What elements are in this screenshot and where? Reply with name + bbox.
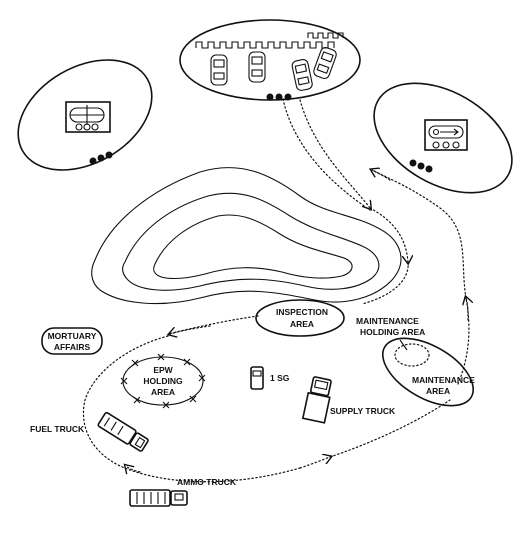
top-parking-area — [179, 19, 361, 101]
left-tracked-vehicle-area — [17, 59, 153, 171]
maintenance-area-label-2: AREA — [426, 386, 450, 396]
wheeled-vehicle-icon — [424, 119, 468, 151]
mortuary-affairs-label-2: AFFAIRS — [54, 342, 91, 352]
fuel-truck-label: FUEL TRUCK — [30, 424, 85, 434]
truck-icon — [129, 489, 188, 507]
epw-label-2: HOLDING — [143, 376, 183, 386]
car-top-view-icon — [291, 59, 313, 91]
supply-truck-label: SUPPLY TRUCK — [330, 406, 396, 416]
epw-holding-area: EPW HOLDING AREA — [120, 353, 206, 409]
mortuary-affairs-area: MORTUARY AFFAIRS — [41, 327, 103, 355]
maintenance-area: MAINTENANCE HOLDING AREA MAINTENANCE ARE… — [356, 316, 475, 407]
traffic-route — [82, 98, 468, 483]
truck-icon — [97, 411, 149, 452]
mortuary-affairs-label-1: MORTUARY — [48, 331, 97, 341]
ammo-truck-label: AMMO TRUCK — [177, 477, 237, 487]
supply-truck: SUPPLY TRUCK — [301, 376, 396, 424]
barbed-wire-icon — [120, 353, 206, 409]
fuel-truck: FUEL TRUCK — [30, 411, 149, 452]
car-top-view-icon — [313, 47, 337, 79]
epw-label-1: EPW — [153, 365, 173, 375]
car-top-view-icon — [210, 54, 228, 86]
inspection-area: INSPECTION AREA — [255, 299, 345, 337]
right-wheeled-vehicle-area — [373, 82, 513, 194]
tracked-vehicle-icon — [65, 101, 111, 133]
car-top-view-icon — [248, 51, 266, 83]
epw-label-3: AREA — [151, 387, 175, 397]
barbed-wire-icon — [195, 41, 335, 49]
maintenance-holding-area-label-1: MAINTENANCE — [356, 316, 419, 326]
ammo-truck: AMMO TRUCK — [129, 477, 237, 507]
inspection-area-label-2: AREA — [290, 319, 314, 329]
inspection-area-label-1: INSPECTION — [276, 307, 328, 317]
one-sg-label: 1 SG — [270, 373, 290, 383]
maintenance-holding-area-label-2: HOLDING AREA — [360, 327, 425, 337]
truck-icon — [301, 376, 332, 424]
maintenance-area-label-1: MAINTENANCE — [412, 375, 475, 385]
one-sg-vehicle: 1 SG — [250, 366, 290, 390]
terrain-contours — [91, 167, 402, 305]
